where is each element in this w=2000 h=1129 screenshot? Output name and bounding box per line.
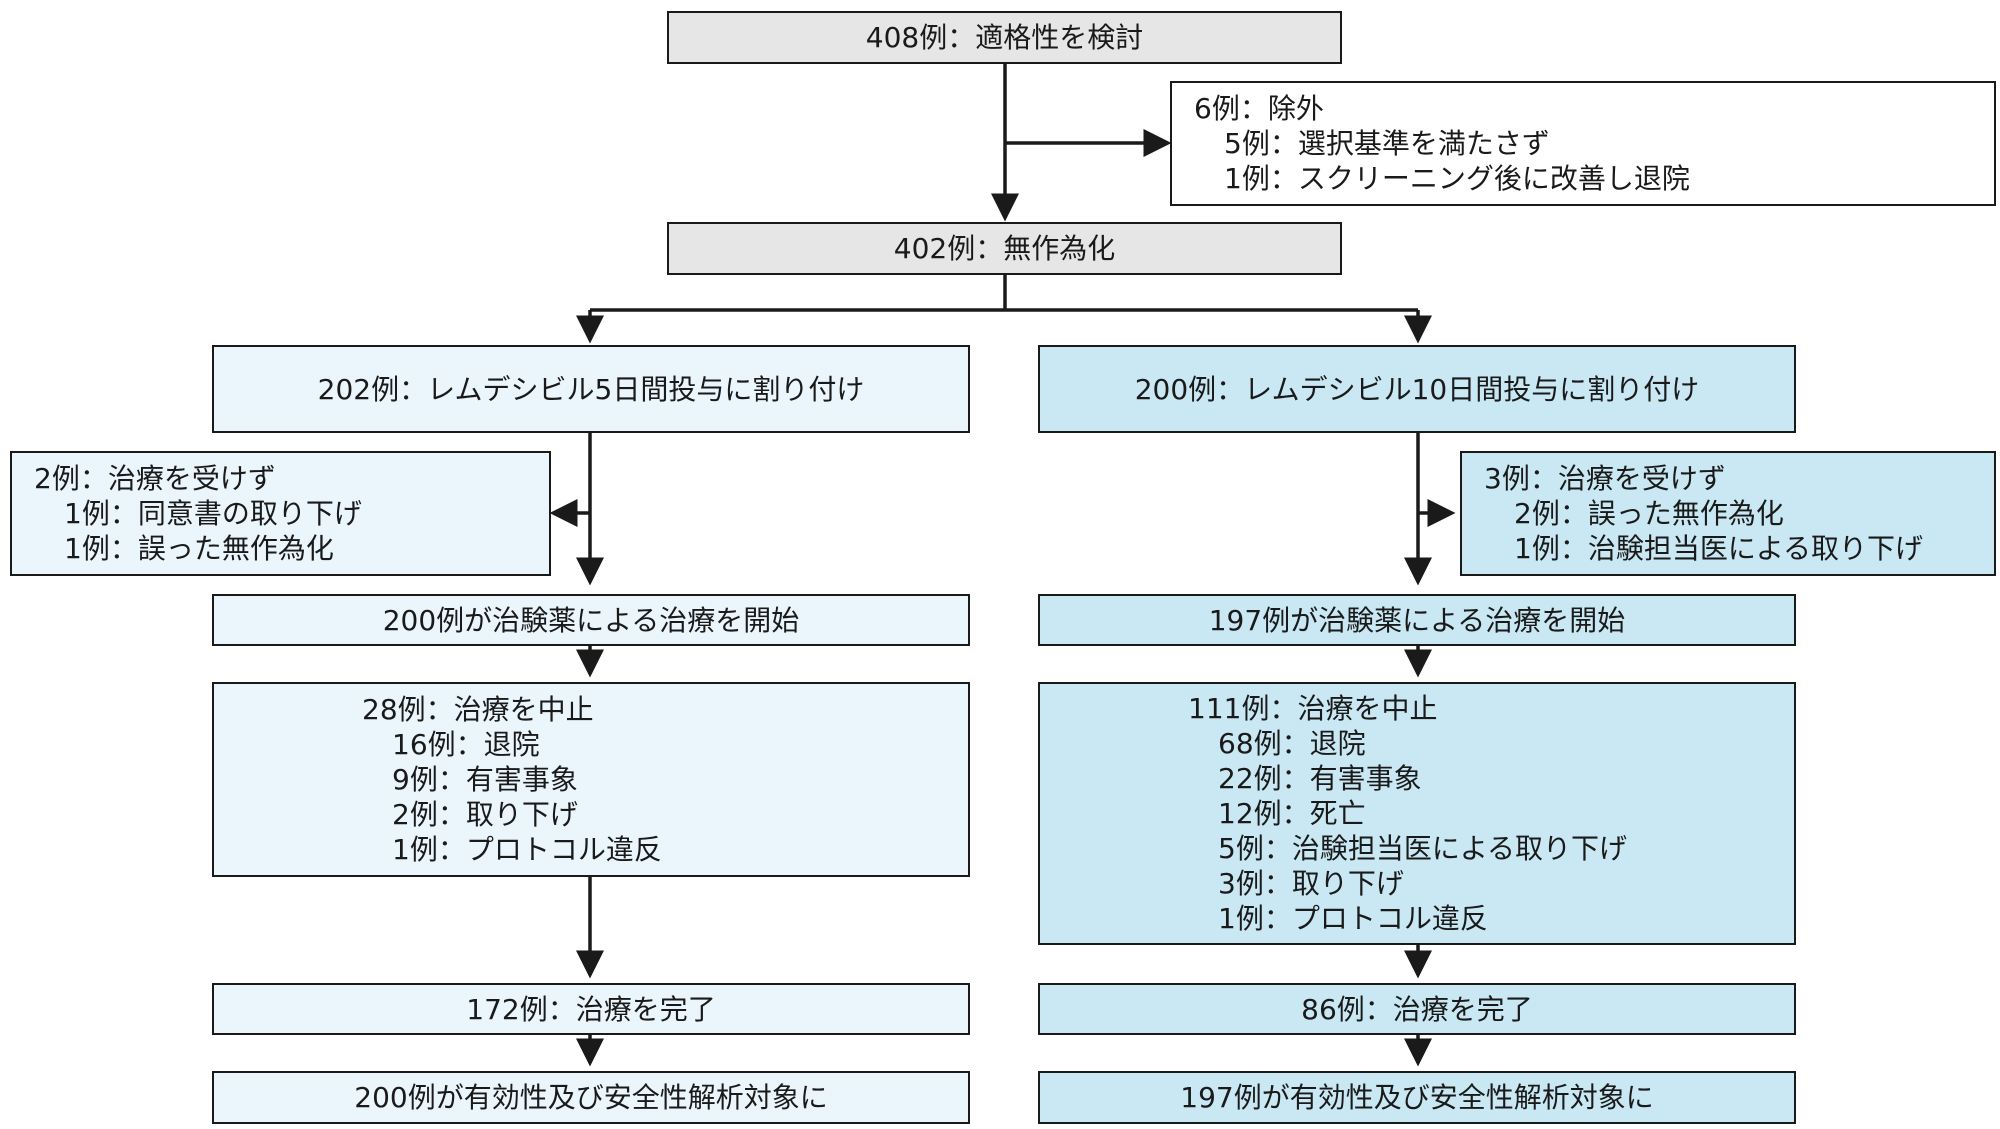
right-discontinued-box: 111例：治療を中止 68例：退院 22例：有害事象 12例：死亡 5例：治験担… [1038,682,1796,945]
right-not-treated-box: 3例：治療を受けず 2例：誤った無作為化 1例：治験担当医による取り下げ [1460,451,1996,576]
left-discontinued-line: 28例：治療を中止 [362,693,594,726]
right-not-treated-line: 3例：治療を受けず [1484,462,1726,495]
left-completed-text: 172例：治療を完了 [466,992,716,1026]
excluded-box: 6例：除外 5例：選択基準を満たさず 1例：スクリーニング後に改善し退院 [1170,81,1996,206]
right-analysis-box: 197例が有効性及び安全性解析対象に [1038,1071,1796,1124]
left-discontinued-line: 2例：取り下げ [392,798,578,831]
right-completed-box: 86例：治療を完了 [1038,983,1796,1035]
left-assigned-text: 202例：レムデシビル5日間投与に割り付け [317,372,865,406]
excluded-line: 6例：除外 [1194,92,1324,125]
right-started-box: 197例が治験薬による治療を開始 [1038,594,1796,646]
left-not-treated-line: 2例：治療を受けず [34,462,276,495]
right-assigned-text: 200例：レムデシビル10日間投与に割り付け [1134,372,1700,406]
left-not-treated-line: 1例：誤った無作為化 [64,532,334,565]
right-not-treated-line: 2例：誤った無作為化 [1514,497,1784,530]
eligibility-text: 408例：適格性を検討 [865,21,1144,54]
left-assigned-box: 202例：レムデシビル5日間投与に割り付け [212,345,970,433]
right-analysis-text: 197例が有効性及び安全性解析対象に [1180,1081,1654,1114]
left-discontinued-line: 1例：プロトコル違反 [392,833,662,866]
randomized-box: 402例：無作為化 [667,222,1342,275]
left-completed-box: 172例：治療を完了 [212,983,970,1035]
left-discontinued-line: 9例：有害事象 [392,763,578,796]
right-assigned-box: 200例：レムデシビル10日間投与に割り付け [1038,345,1796,433]
right-discontinued-line: 1例：プロトコル違反 [1218,902,1488,935]
left-started-text: 200例が治験薬による治療を開始 [382,603,800,637]
right-discontinued-line: 22例：有害事象 [1218,762,1422,795]
excluded-line: 5例：選択基準を満たさず [1224,127,1550,160]
left-discontinued-box: 28例：治療を中止 16例：退院 9例：有害事象 2例：取り下げ 1例：プロトコ… [212,682,970,877]
left-discontinued-line: 16例：退院 [392,728,540,761]
right-discontinued-line: 3例：取り下げ [1218,867,1404,900]
randomized-text: 402例：無作為化 [893,232,1116,265]
left-analysis-box: 200例が有効性及び安全性解析対象に [212,1071,970,1124]
right-discontinued-line: 12例：死亡 [1218,797,1366,830]
right-discontinued-line: 111例：治療を中止 [1188,692,1438,725]
right-not-treated-line: 1例：治験担当医による取り下げ [1514,532,1923,565]
right-discontinued-line: 5例：治験担当医による取り下げ [1218,832,1627,865]
eligibility-box: 408例：適格性を検討 [667,11,1342,64]
right-completed-text: 86例：治療を完了 [1301,992,1533,1026]
left-not-treated-line: 1例：同意書の取り下げ [64,497,362,530]
right-started-text: 197例が治験薬による治療を開始 [1208,603,1626,637]
right-discontinued-line: 68例：退院 [1218,727,1366,760]
excluded-line: 1例：スクリーニング後に改善し退院 [1224,162,1690,195]
left-analysis-text: 200例が有効性及び安全性解析対象に [354,1081,828,1114]
left-started-box: 200例が治験薬による治療を開始 [212,594,970,646]
left-not-treated-box: 2例：治療を受けず 1例：同意書の取り下げ 1例：誤った無作為化 [10,451,551,576]
